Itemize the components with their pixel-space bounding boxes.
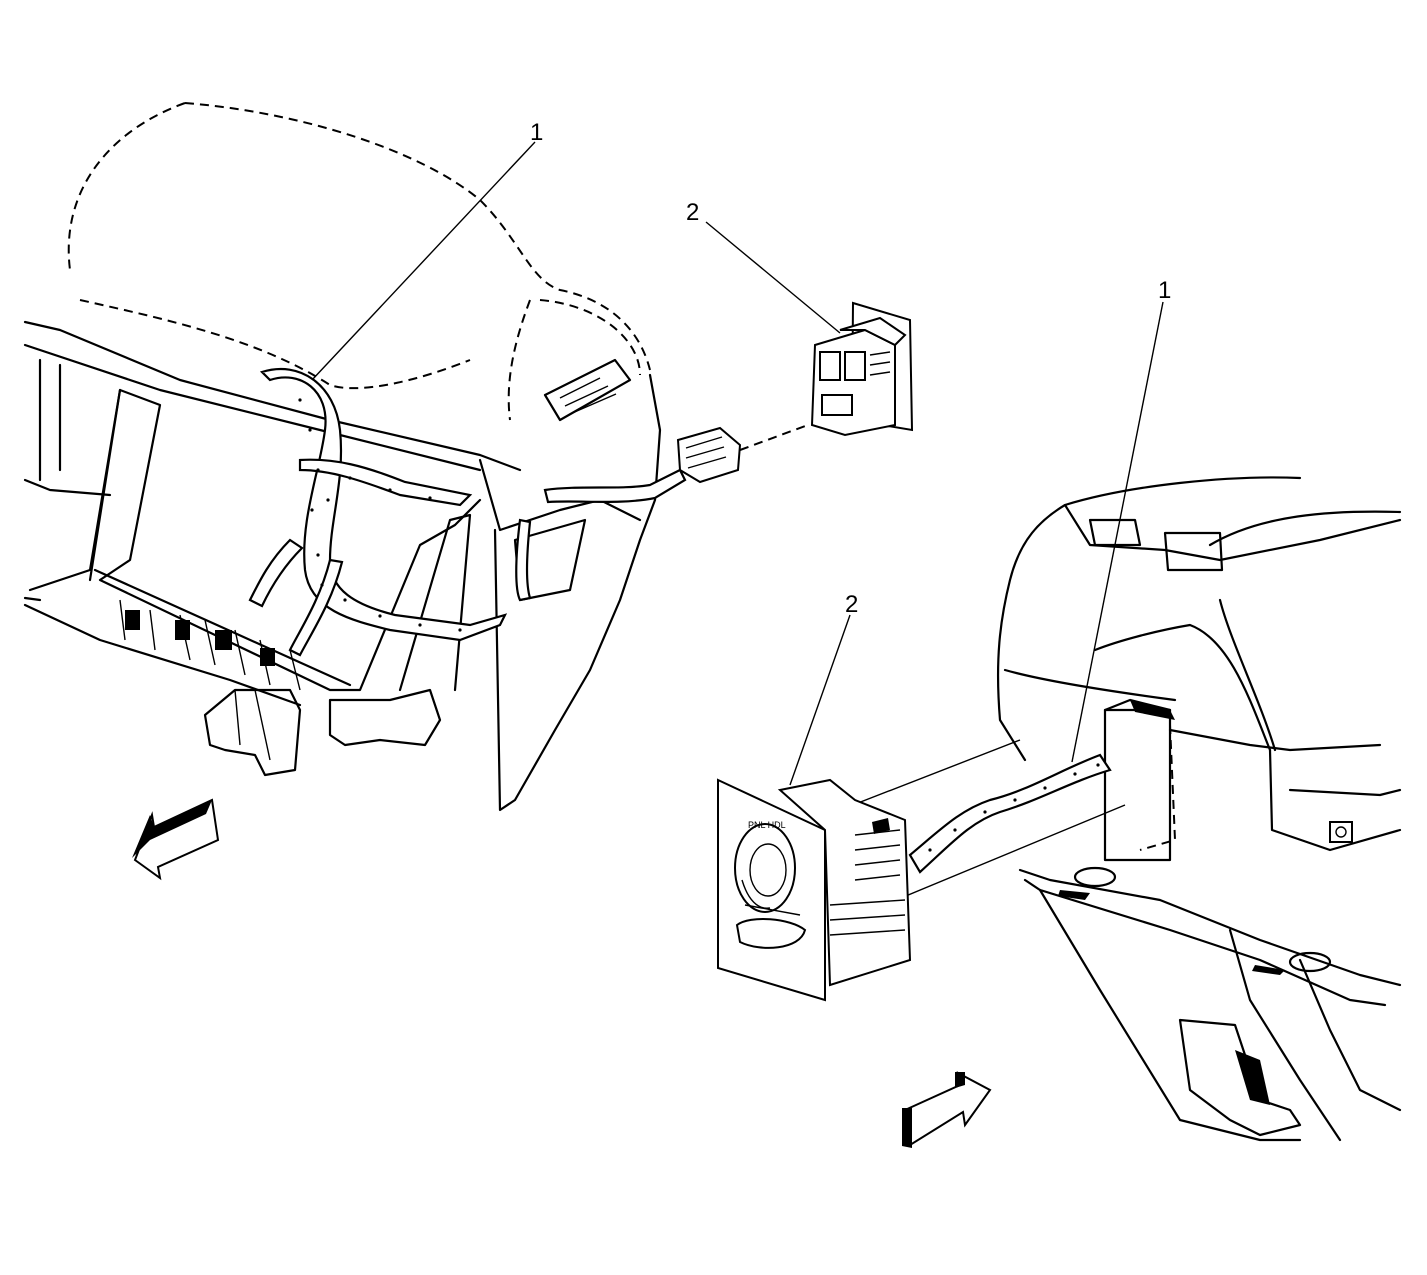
callout-1-right: 1 xyxy=(1158,277,1171,304)
switch-opening xyxy=(1103,708,1172,862)
headlamp-switch-exploded xyxy=(810,301,914,437)
arrow-forward-icon xyxy=(902,1071,992,1148)
wiring-harness-left xyxy=(248,367,687,657)
callout-2-left: 2 xyxy=(686,199,699,226)
arrow-forward-icon xyxy=(132,798,220,881)
connector-alignment-line xyxy=(739,424,809,451)
harness-connector xyxy=(676,426,742,484)
svg-text:PNL HDL: PNL HDL xyxy=(748,820,786,830)
carrier-teeth xyxy=(119,599,301,691)
windshield-outline xyxy=(184,102,651,371)
callout-1-left: 1 xyxy=(530,119,543,146)
right-view-installed: PNL HDL xyxy=(717,476,1402,1148)
lower-bracket xyxy=(203,688,302,777)
end-panel xyxy=(493,373,662,812)
wiring-harness-right xyxy=(908,753,1112,874)
callout-leaders xyxy=(311,141,1164,786)
headlamp-switch-assembly: PNL HDL xyxy=(717,778,912,1002)
alignment-line-upper xyxy=(839,739,1021,811)
left-view-instrument-panel xyxy=(23,102,914,881)
callout-2-right: 2 xyxy=(845,591,858,618)
